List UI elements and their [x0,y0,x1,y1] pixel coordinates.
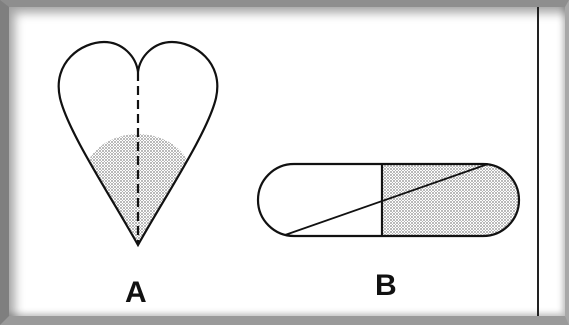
capsule-figure [258,164,519,236]
heart-shaded-lower [60,178,220,258]
heart-figure [59,42,220,258]
figure-label-a: A [125,276,147,310]
capsule-shaded-half [382,164,519,236]
figure-label-b: B [375,269,397,303]
